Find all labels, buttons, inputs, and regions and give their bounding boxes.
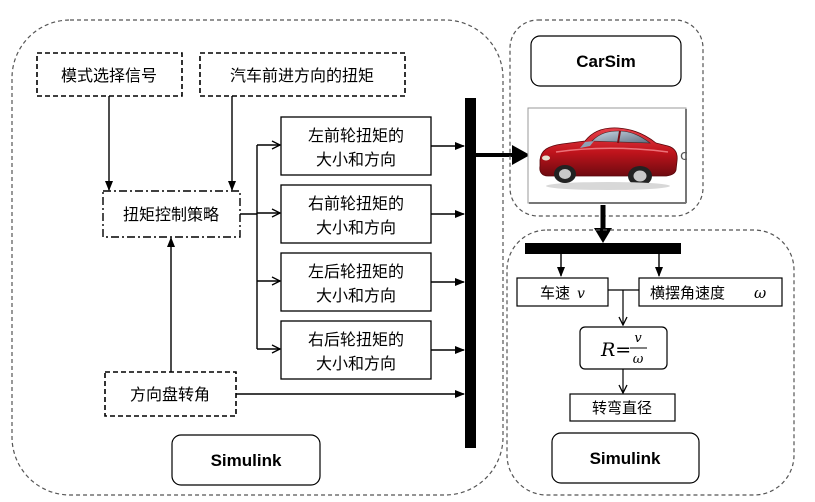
wheel-label-line2: 大小和方向 [316,218,396,237]
simulink-label-right: Simulink [590,449,661,468]
steering-label: 方向盘转角 [130,385,210,404]
carsim-label: CarSim [576,52,636,71]
wheel-label-line2: 大小和方向 [316,354,396,373]
wheel-label-line2: 大小和方向 [316,286,396,305]
steering-block: 方向盘转角 [104,371,237,417]
formula-numerator: v [634,331,642,346]
simulink-label-left: Simulink [211,451,282,470]
strategy-block: 扭矩控制策略 [102,190,241,238]
carsim-label-box: CarSim [530,35,682,87]
diameter-block: 转弯直径 [569,393,676,422]
simulink-label-right-box: Simulink [551,432,700,484]
simulink-label-left-box: Simulink [171,434,321,486]
wheel-block-front-left: 左前轮扭矩的 大小和方向 [280,116,432,176]
simulink-group-left [11,19,504,496]
diameter-label: 转弯直径 [592,399,652,417]
wheel-label-line1: 右后轮扭矩的 [308,330,404,349]
wheel-label-line2: 大小和方向 [316,150,396,169]
wheel-block-rear-right: 右后轮扭矩的 大小和方向 [280,320,432,380]
speed-block: 车速 v [516,277,609,307]
formula-lhs: R= [600,339,631,361]
yaw-rate-block: 横摆角速度 ω [638,277,783,307]
forward-torque-block: 汽车前进方向的扭矩 [199,52,406,97]
svg-text:c: c [680,148,688,164]
wheel-block-rear-left: 左后轮扭矩的 大小和方向 [280,252,432,312]
mode-signal-block: 模式选择信号 [36,52,183,97]
car-image: c [527,107,688,204]
wheel-label-line1: 左后轮扭矩的 [308,262,404,281]
wheel-label-line1: 右前轮扭矩的 [308,194,404,213]
forward-torque-label: 汽车前进方向的扭矩 [230,66,374,85]
arrow-bus-to-carsim-head [512,145,530,165]
speed-symbol: v [577,286,585,302]
formula-block: R= v ω [579,326,668,370]
yaw-rate-label: 横摆角速度 [650,284,725,302]
mux-bus-bar [465,98,476,448]
speed-label: 车速 [540,284,570,302]
arrow-carsim-to-output-head [594,228,612,243]
demux-bus-bar [525,243,681,254]
wheel-label-line1: 左前轮扭矩的 [308,126,404,145]
mode-signal-label: 模式选择信号 [61,66,157,85]
strategy-label: 扭矩控制策略 [123,205,219,224]
formula-denominator: ω [633,352,644,367]
yaw-rate-symbol: ω [754,284,766,302]
wheel-block-front-right: 右前轮扭矩的 大小和方向 [280,184,432,244]
